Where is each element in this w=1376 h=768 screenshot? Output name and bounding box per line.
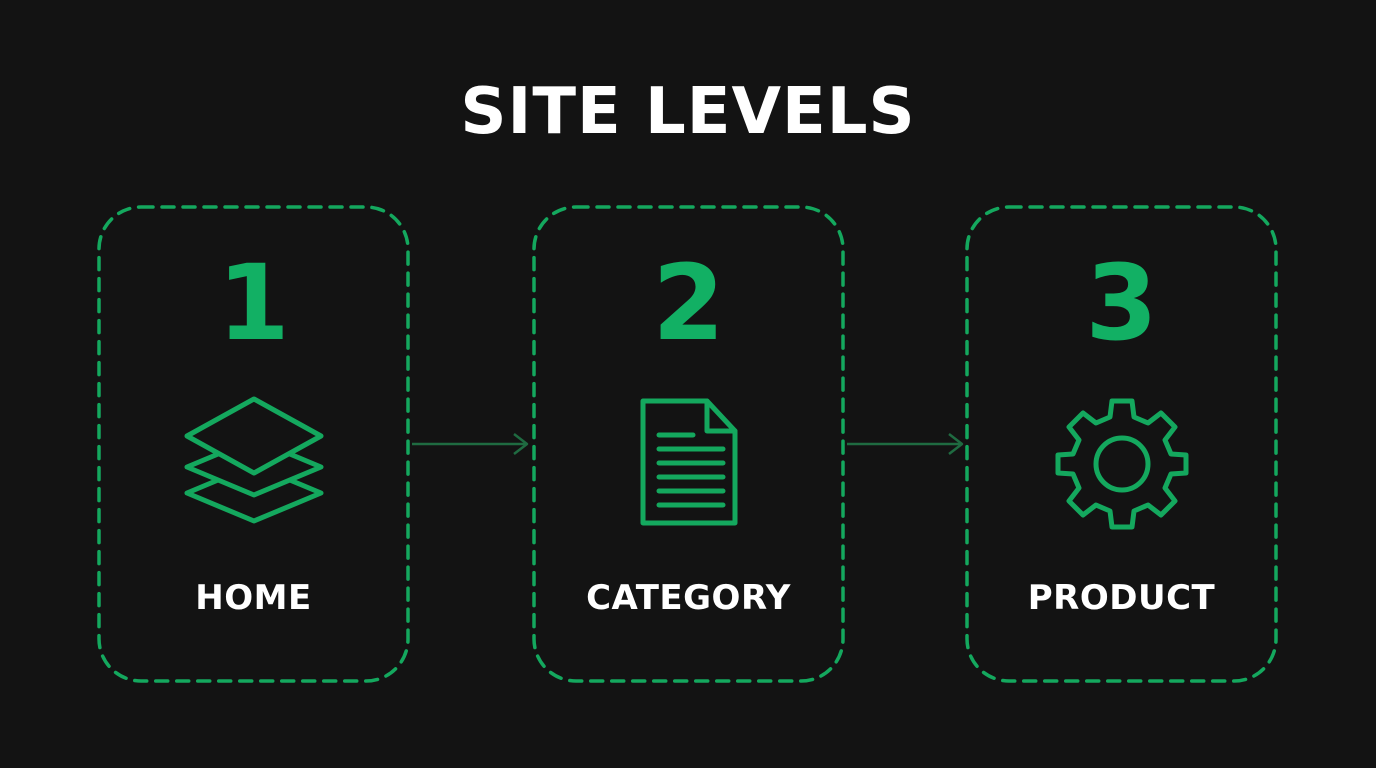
- level-label: PRODUCT: [1027, 578, 1216, 618]
- level-label: HOME: [195, 578, 312, 618]
- level-number: 3: [1085, 242, 1158, 364]
- arrow-right-icon: [412, 433, 529, 455]
- diagram-title: SITE LEVELS: [460, 75, 916, 149]
- gear-icon: [1055, 398, 1188, 530]
- dashed-frame: [97, 205, 410, 683]
- level-card-home: 1 HOME: [97, 205, 410, 683]
- dashed-frame: [532, 205, 845, 683]
- level-number: 2: [652, 242, 725, 364]
- level-label: CATEGORY: [586, 578, 791, 618]
- level-card-product: 3 PRODUCT: [965, 205, 1278, 683]
- arrow-right-icon: [847, 433, 964, 455]
- dashed-frame: [965, 205, 1278, 683]
- level-card-category: 2 CATEGORY: [532, 205, 845, 683]
- layers-icon: [184, 396, 323, 524]
- level-number: 1: [217, 242, 290, 364]
- document-icon: [640, 398, 737, 526]
